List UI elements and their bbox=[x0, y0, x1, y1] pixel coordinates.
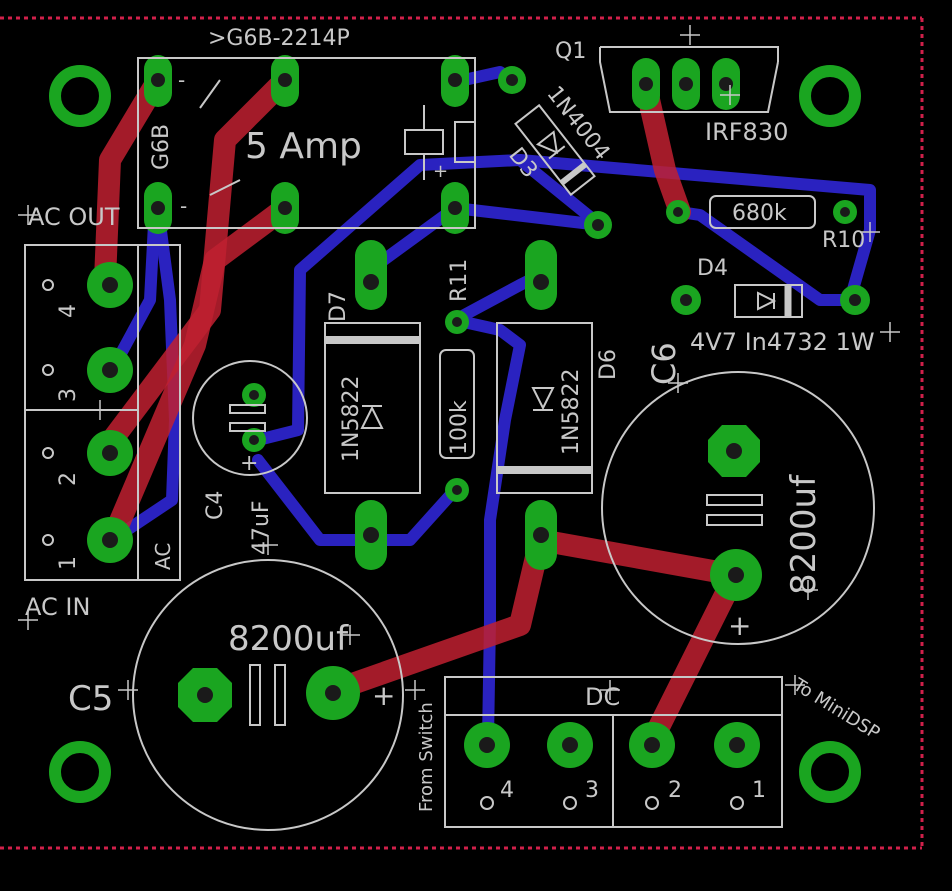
d4-value-label: 4V7 In4732 1W bbox=[690, 328, 875, 356]
c5-plus-label: + bbox=[372, 679, 395, 712]
ac-in-label: AC IN bbox=[25, 593, 90, 621]
board-outline bbox=[0, 16, 924, 850]
relay-part-label: >G6B-2214P bbox=[208, 26, 350, 51]
relay-minus-bottom: - bbox=[180, 194, 187, 218]
origin-markers bbox=[18, 25, 900, 700]
ac-pin-3-label: 3 bbox=[56, 388, 81, 402]
r11-name-label: R11 bbox=[447, 259, 472, 302]
dc-pin-3-label: 3 bbox=[585, 778, 599, 803]
relay-name-label: G6B bbox=[149, 124, 174, 170]
r10-value-label: 680k bbox=[732, 201, 787, 226]
relay-minus-top: - bbox=[178, 68, 185, 92]
dc-pin-1-label: 1 bbox=[752, 778, 766, 803]
diode-d6: D6 1N5822 bbox=[496, 322, 621, 494]
c4-name-label: C4 bbox=[203, 491, 228, 520]
dc-pin-4-label: 4 bbox=[500, 778, 514, 803]
c5-value-label: 8200uf bbox=[228, 619, 349, 659]
relay-g6b: >G6B-2214P G6B 5 Amp - - + bbox=[137, 26, 476, 229]
transistor-q1: Q1 IRF830 bbox=[555, 39, 788, 146]
resistor-r10: 680k R10 bbox=[709, 195, 865, 253]
ac-pin-2-label: 2 bbox=[56, 472, 81, 486]
q1-name-label: Q1 bbox=[555, 39, 586, 64]
r10-name-label: R10 bbox=[822, 228, 865, 253]
c4-plus-label: + bbox=[240, 451, 258, 476]
dc-pin-2-label: 2 bbox=[668, 778, 682, 803]
ac-pin-1-label: 1 bbox=[56, 556, 81, 570]
d6-value-label: 1N5822 bbox=[559, 369, 584, 455]
capacitor-c5: C5 8200uf + bbox=[68, 559, 404, 831]
relay-rating-label: 5 Amp bbox=[245, 126, 362, 167]
ac-pin-4-label: 4 bbox=[56, 304, 81, 318]
r11-value-label: 100k bbox=[447, 400, 472, 455]
d7-value-label: 1N5822 bbox=[339, 376, 364, 462]
ac-out-label: AC OUT bbox=[28, 203, 120, 231]
capacitor-c4: C4 47uF + bbox=[192, 360, 308, 555]
mounting-holes bbox=[49, 65, 861, 803]
d4-name-label: D4 bbox=[697, 256, 728, 281]
q1-value-label: IRF830 bbox=[705, 118, 788, 146]
d6-name-label: D6 bbox=[596, 349, 621, 380]
resistor-r11: R11 100k bbox=[439, 259, 475, 459]
c6-value-label: 8200uf bbox=[784, 474, 824, 595]
diode-d4: D4 4V7 In4732 1W bbox=[690, 256, 875, 356]
c5-name-label: C5 bbox=[68, 679, 113, 719]
ac-terminal-block: 4 3 2 1 AC AC OUT AC IN bbox=[24, 203, 181, 621]
c4-value-label: 47uF bbox=[249, 500, 274, 555]
capacitor-c6: C6 8200uf + bbox=[601, 342, 875, 645]
ac-tag-label: AC bbox=[151, 543, 175, 570]
c6-name-label: C6 bbox=[645, 342, 683, 385]
dc-tag-label: DC bbox=[585, 683, 620, 711]
relay-plus-label: + bbox=[433, 161, 448, 182]
d7-name-label: D7 bbox=[326, 291, 351, 322]
diode-d7: D7 1N5822 bbox=[324, 291, 421, 494]
from-switch-label: From Switch bbox=[416, 702, 437, 812]
pads bbox=[87, 55, 870, 768]
c6-plus-label: + bbox=[728, 609, 751, 642]
